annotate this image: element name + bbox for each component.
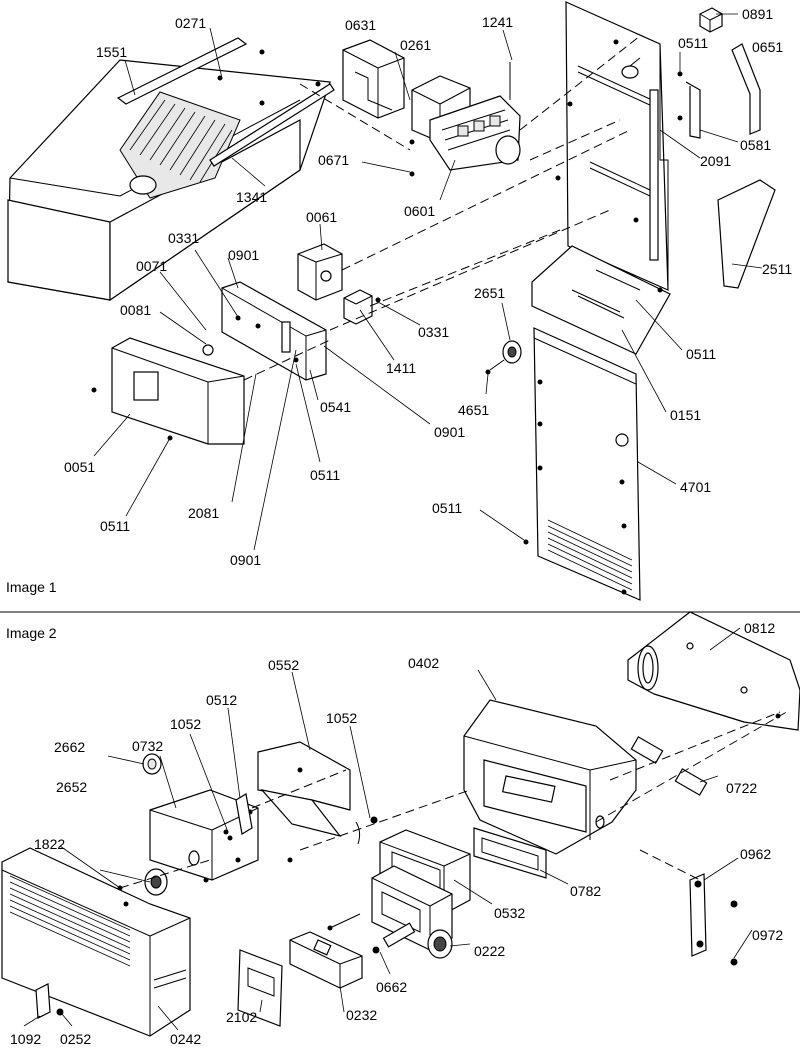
panel-0151-part xyxy=(531,245,671,355)
label-0662: 0662 xyxy=(376,979,407,995)
housing-0402-part xyxy=(463,699,637,855)
thermostat-2651-part xyxy=(485,340,522,375)
label-0631: 0631 xyxy=(345,17,376,33)
label-0601: 0601 xyxy=(404,203,435,219)
label-0552: 0552 xyxy=(268,657,299,673)
label-0051: 0051 xyxy=(64,459,95,475)
label-0242: 0242 xyxy=(170,1031,201,1047)
box-0051-part xyxy=(91,337,245,445)
label-2081: 2081 xyxy=(188,505,219,521)
label-0061: 0061 xyxy=(306,209,337,225)
label-0901-b: 0901 xyxy=(434,424,465,440)
bracket-0631-part xyxy=(342,39,405,119)
label-0511-e: 0511 xyxy=(432,500,462,516)
ice-bucket-part xyxy=(7,37,335,302)
label-0722: 0722 xyxy=(726,780,757,796)
relay-0061-part xyxy=(297,243,381,325)
label-0962: 0962 xyxy=(740,846,771,862)
label-0511-c: 0511 xyxy=(310,467,340,483)
label-0541: 0541 xyxy=(320,399,351,415)
gasket-0782-part xyxy=(473,827,547,879)
label-0271: 0271 xyxy=(175,15,206,31)
label-0901-a: 0901 xyxy=(228,247,259,263)
label-0071: 0071 xyxy=(136,258,167,274)
label-1822: 1822 xyxy=(34,836,65,852)
label-0812: 0812 xyxy=(744,620,775,636)
image-2-assembly-lines xyxy=(119,709,791,889)
label-4651: 4651 xyxy=(458,402,489,418)
label-1341: 1341 xyxy=(236,189,267,205)
image-2-drawing xyxy=(1,611,800,1037)
label-0081: 0081 xyxy=(120,302,151,318)
bracket-0962-part xyxy=(689,873,738,966)
label-0972: 0972 xyxy=(752,927,783,943)
image-2-leader-lines xyxy=(23,627,753,1031)
label-0732: 0732 xyxy=(132,738,163,754)
label-0671: 0671 xyxy=(318,152,349,168)
label-1551: 1551 xyxy=(96,44,127,60)
bracket-0232-part xyxy=(289,931,363,989)
front-cover-0242-part xyxy=(1,847,191,1037)
label-1241: 1241 xyxy=(482,14,513,30)
bracket-0812-part xyxy=(627,611,800,731)
label-2091: 2091 xyxy=(700,153,731,169)
label-2652: 2652 xyxy=(56,779,87,795)
image-1-leader-lines xyxy=(93,13,763,551)
label-0512: 0512 xyxy=(206,692,237,708)
label-4701: 4701 xyxy=(680,479,711,495)
label-2102: 2102 xyxy=(226,1009,257,1025)
label-2662: 2662 xyxy=(54,739,85,755)
spacers-0722-part xyxy=(630,713,781,796)
bracket-0901-part xyxy=(221,281,327,381)
clip-1092-part xyxy=(35,983,64,1019)
image-1-assembly-lines xyxy=(243,35,641,381)
frame-2102-part xyxy=(237,949,283,1027)
label-0261: 0261 xyxy=(400,37,431,53)
label-0222: 0222 xyxy=(474,943,505,959)
label-0511-a: 0511 xyxy=(678,35,708,51)
part-number-labels: 0271 1551 0631 0261 1241 0891 0511 0651 … xyxy=(10,6,792,1047)
caption-image-1: Image 1 xyxy=(6,579,57,595)
label-1052-a: 1052 xyxy=(170,716,201,732)
bracket-0732-part xyxy=(149,789,259,883)
label-0252: 0252 xyxy=(60,1031,91,1047)
dispenser-cup-0222-part xyxy=(327,865,453,959)
label-2651: 2651 xyxy=(474,285,505,301)
label-2511: 2511 xyxy=(762,261,792,277)
label-0581: 0581 xyxy=(740,137,771,153)
label-0232: 0232 xyxy=(346,1007,377,1023)
label-0331-a: 0331 xyxy=(168,230,199,246)
label-0891: 0891 xyxy=(742,6,773,22)
knob-2662-part xyxy=(142,753,162,775)
label-0782: 0782 xyxy=(570,883,601,899)
captions: Image 1 Image 2 xyxy=(6,579,57,641)
label-1092: 1092 xyxy=(10,1031,41,1047)
label-0331-b: 0331 xyxy=(418,324,449,340)
label-1411: 1411 xyxy=(386,360,416,376)
ice-maker-part xyxy=(409,62,521,177)
label-0901-c: 0901 xyxy=(230,552,261,568)
label-0402: 0402 xyxy=(408,655,439,671)
label-0511-d: 0511 xyxy=(100,518,130,534)
label-0651: 0651 xyxy=(752,39,783,55)
caption-image-2: Image 2 xyxy=(6,625,57,641)
label-0532: 0532 xyxy=(494,905,525,921)
image-1-drawing xyxy=(7,1,776,601)
label-0511-b: 0511 xyxy=(686,346,716,362)
bracket-0552-part xyxy=(257,741,351,863)
screws-1052-0512 xyxy=(227,816,378,845)
label-1052-b: 1052 xyxy=(326,710,357,726)
panel-4701-part xyxy=(523,327,641,601)
label-0151: 0151 xyxy=(670,407,701,423)
strip-2511-part xyxy=(717,179,776,289)
